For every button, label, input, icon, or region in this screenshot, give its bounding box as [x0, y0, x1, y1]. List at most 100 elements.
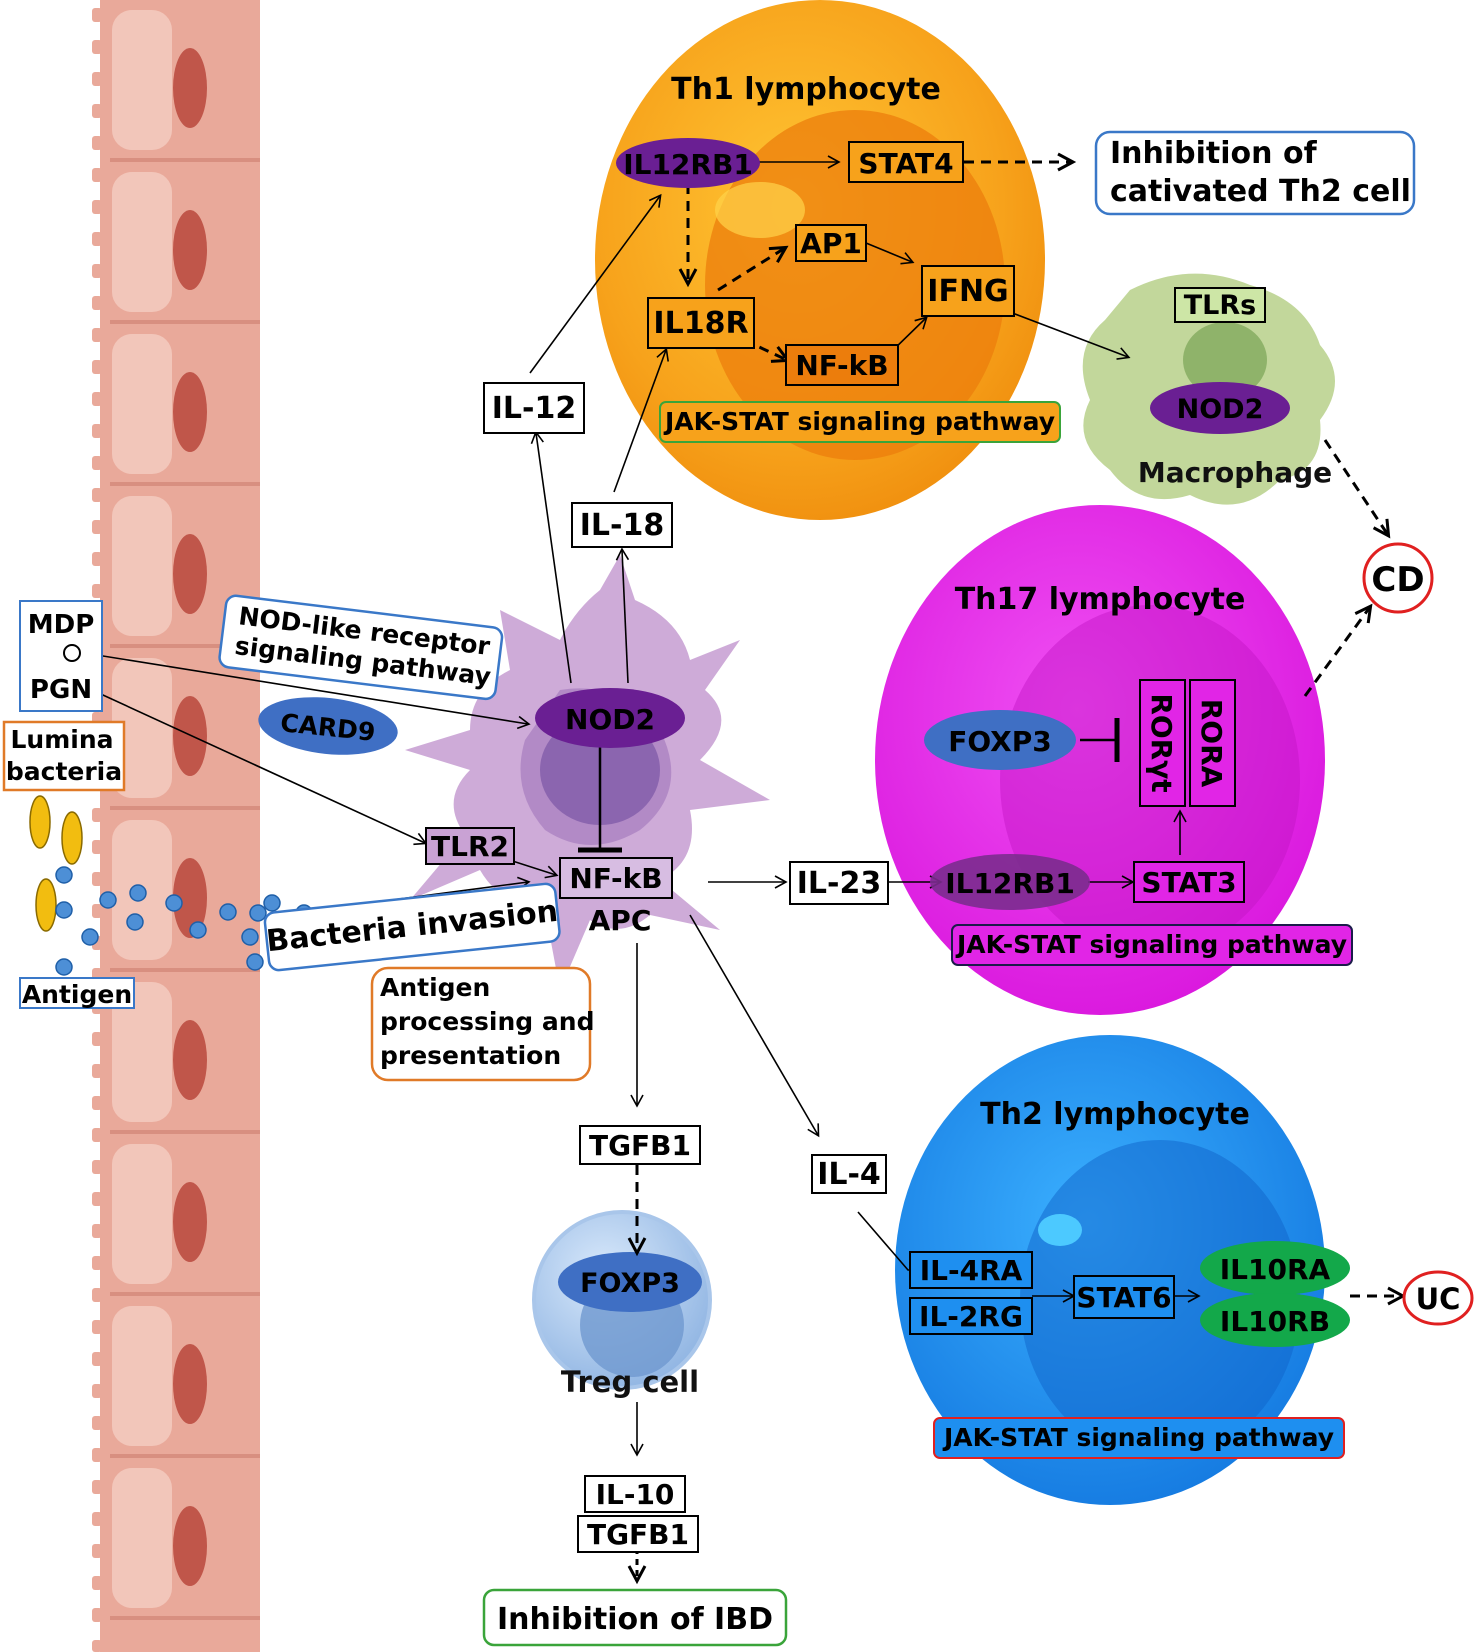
th1-ifng-label: IFNG — [927, 274, 1008, 309]
th17-foxp3-receptor — [924, 710, 1076, 770]
th2-pathway-label: JAK-STAT signaling pathway — [942, 1423, 1334, 1452]
th2-il2rg-label: IL-2RG — [919, 1300, 1023, 1333]
pgn-label: PGN — [30, 675, 92, 705]
arrow-macrophage-cd — [1323, 439, 1391, 539]
th1-il18r-box — [647, 297, 755, 349]
macrophage-title: Macrophage — [1138, 456, 1332, 489]
apc-nfkb-box — [559, 857, 673, 899]
arrow-ap1-ifng — [865, 242, 915, 265]
inhibition-th2-outcome: Inhibition of cativated Th2 cell — [1094, 130, 1416, 216]
inhibition-th2-line1: Inhibition of — [1110, 136, 1318, 171]
th1-nfkb-label: NF-kB — [795, 349, 888, 382]
th17-pathway-box — [951, 924, 1353, 966]
card9-protein — [258, 697, 398, 755]
il12-box — [483, 382, 585, 434]
th2-title: Th2 lymphocyte — [980, 1097, 1250, 1132]
lumina-bacteria-box — [2, 720, 126, 792]
il10-box — [584, 1475, 686, 1513]
th17-nodes: FOXP3 RORγt RORA IL12RB1 STAT3 JAK-STAT … — [924, 679, 1353, 966]
antigen-particles — [55, 866, 313, 976]
tgfb1-out-label: TGFB1 — [587, 1518, 689, 1551]
treg-foxp3-label: FOXP3 — [580, 1268, 680, 1299]
nod-pathway-group: NOD-like receptor signaling pathway — [218, 594, 504, 701]
th17-stat3-label: STAT3 — [1141, 866, 1236, 899]
il4-label: IL-4 — [817, 1157, 881, 1192]
macrophage-nod2-label: NOD2 — [1177, 394, 1264, 425]
th2-il4ra-label: IL-4RA — [920, 1254, 1023, 1287]
th17-il12rb1-label: IL12RB1 — [945, 867, 1075, 900]
apc-nod2-receptor — [535, 688, 685, 748]
bacteria-icons — [29, 795, 83, 932]
th2-il2rg-box — [909, 1297, 1033, 1335]
apc-title: APC — [589, 904, 652, 937]
bacteria-invasion-group: Bacteria invasion — [263, 882, 561, 972]
th1-nfkb-box — [785, 344, 899, 386]
th2-stat6-label: STAT6 — [1076, 1281, 1171, 1314]
mdp-label: MDP — [28, 610, 95, 640]
cd-label: CD — [1371, 560, 1424, 600]
th17-rorgt-box — [1139, 679, 1186, 807]
mdp-molecule-icon — [63, 644, 81, 662]
th2-il10rb-label: IL10RB — [1220, 1305, 1330, 1338]
th1-ifng-box — [921, 265, 1015, 317]
cytokine-boxes: IL-12 IL-18 IL-23 IL-4 TGFB1 IL-10 TGFB1 — [483, 382, 889, 1553]
macrophage-cell: TLRs NOD2 Macrophage — [1082, 273, 1335, 505]
lumina-label-2: bacteria — [6, 757, 122, 786]
th17-rora-label: RORA — [1195, 699, 1228, 788]
apc-tlr2-label: TLR2 — [431, 830, 509, 863]
th2-il10rb-receptor — [1200, 1293, 1350, 1347]
inhibition-th2-line2: cativated Th2 cell — [1110, 174, 1411, 209]
th2-il10ra-receptor — [1200, 1241, 1350, 1295]
macrophage-nod2-receptor — [1150, 382, 1290, 434]
th17-foxp3-label: FOXP3 — [948, 725, 1052, 758]
tgfb1-out-box — [577, 1515, 699, 1553]
arrow-il18-il18r — [613, 347, 669, 493]
th2-il4ra-box — [909, 1251, 1033, 1289]
th17-pathway-label: JAK-STAT signaling pathway — [955, 930, 1347, 959]
arrow-il18r-ap1 — [717, 245, 789, 292]
inhibition-ibd-outcome: Inhibition of IBD — [482, 1588, 788, 1647]
th1-title: Th1 lymphocyte — [671, 72, 941, 107]
treg-foxp3-receptor — [558, 1252, 702, 1312]
nod-pathway-box — [218, 594, 504, 701]
il12-label: IL-12 — [492, 391, 576, 426]
antigen-processing-line3: presentation — [380, 1041, 561, 1070]
apc-tlr2-box — [425, 827, 515, 865]
th2-nodes: IL-4RA IL-2RG STAT6 IL10RA IL10RB JAK-ST… — [909, 1241, 1350, 1459]
th1-stat4-box — [848, 141, 964, 183]
uc-outcome: UC — [1402, 1270, 1474, 1326]
th17-il12rb1-receptor — [930, 854, 1090, 910]
uc-label: UC — [1416, 1282, 1461, 1316]
arrow-il12-il12rb1 — [529, 193, 662, 374]
th2-pathway-box — [933, 1417, 1345, 1459]
arrow-mdp-nod2 — [77, 651, 531, 730]
th1-nodes: IL12RB1 STAT4 AP1 IFNG IL18R NF-kB JAK-S… — [616, 138, 1061, 443]
th1-il12rb1-receptor — [616, 138, 760, 188]
th2-il10ra-label: IL10RA — [1220, 1253, 1331, 1286]
th17-title: Th17 lymphocyte — [955, 582, 1246, 617]
tgfb1-label: TGFB1 — [589, 1129, 691, 1162]
th1-ap1-label: AP1 — [800, 227, 862, 260]
arrow-nod2-il12 — [530, 430, 572, 684]
antigen-processing-line2: processing and — [380, 1007, 594, 1036]
il10-label: IL-10 — [596, 1478, 675, 1511]
th1-il12rb1-label: IL12RB1 — [623, 148, 753, 181]
apc-nfkb-label: NF-kB — [569, 862, 662, 895]
th1-il18r-label: IL18R — [653, 306, 748, 341]
arrow-th17-cd — [1303, 603, 1373, 697]
arrow-pgn-tlr2 — [91, 689, 428, 846]
antigen-box — [19, 977, 135, 1009]
th17-stat3-box — [1133, 861, 1245, 903]
antigen-processing-box — [370, 966, 592, 1082]
il18-label: IL-18 — [580, 508, 664, 543]
tgfb1-box — [579, 1125, 701, 1165]
antigen-processing-line1: Antigen — [380, 973, 490, 1002]
lumina-label-1: Lumina — [10, 725, 113, 754]
treg-title: Treg cell — [561, 1365, 699, 1399]
il23-label: IL-23 — [797, 866, 881, 901]
inhibition-ibd-label: Inhibition of IBD — [497, 1602, 773, 1637]
tlrs-box — [1174, 287, 1266, 323]
tlrs-label: TLRs — [1184, 290, 1256, 321]
antigen-label: Antigen — [22, 980, 132, 1009]
